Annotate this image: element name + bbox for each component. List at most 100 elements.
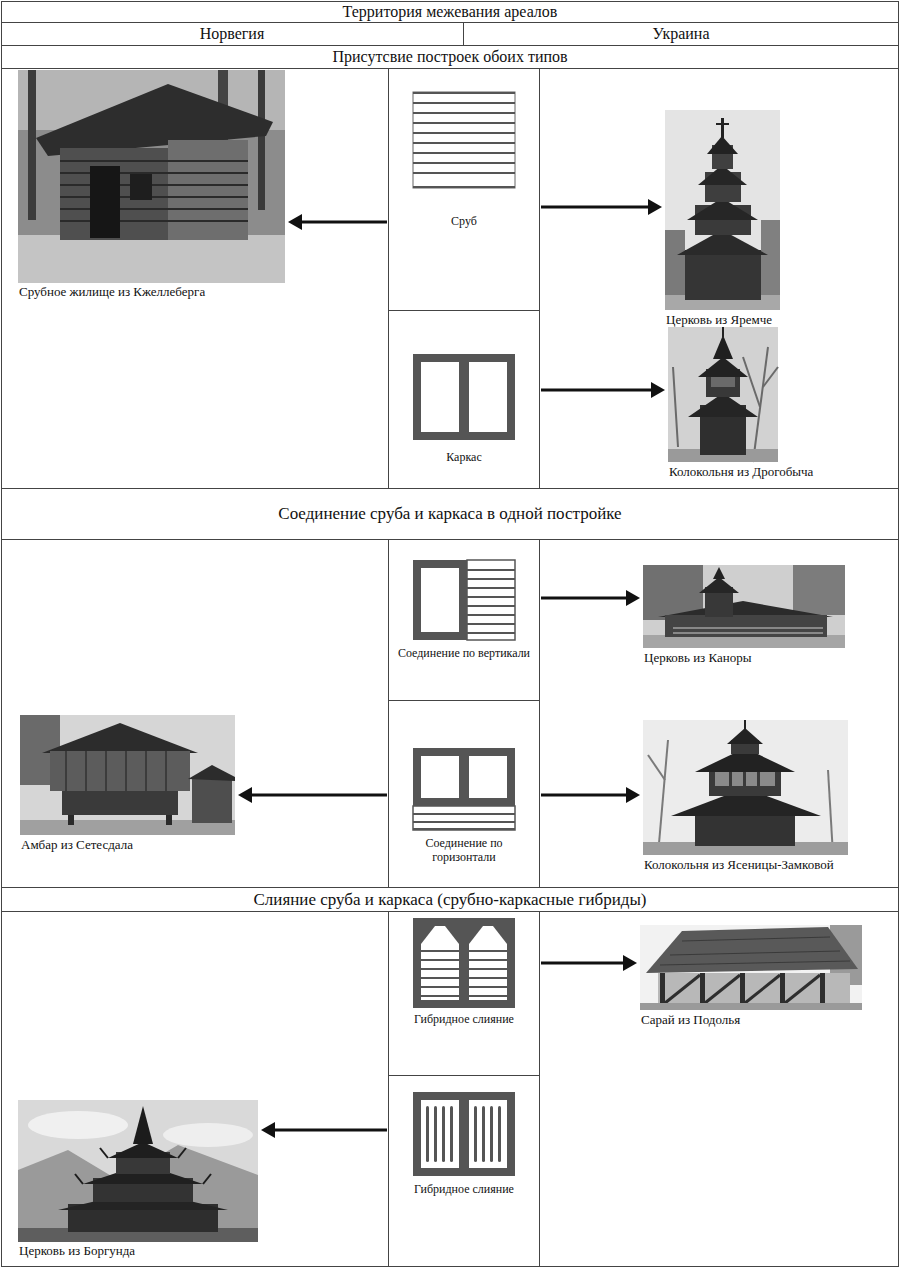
granary-photo (85, 751, 87, 791)
belltower-photo (722, 327, 724, 337)
vertical-join-icon (467, 596, 515, 598)
horizontal-join-icon (413, 813, 515, 830)
belltower-photo (673, 367, 678, 447)
horizontal-join-icon (413, 806, 515, 830)
belltower-photo (658, 740, 668, 855)
schema-caption: Каркас (393, 450, 535, 464)
connector-arrow (541, 590, 640, 606)
church-photo (665, 110, 780, 310)
hybrid-log-icon (421, 926, 459, 1000)
connector-line (273, 1129, 387, 1132)
table-grid (463, 22, 464, 45)
log-house-photo (18, 70, 285, 283)
connector-line (541, 597, 628, 600)
belltower-photo (643, 720, 848, 855)
barn-photo (665, 975, 700, 1003)
barn-photo (670, 951, 840, 955)
barn-photo (820, 973, 825, 1003)
hybrid-log-icon (469, 977, 507, 979)
belltower-photo (698, 357, 748, 377)
table-grid (539, 539, 540, 887)
frame-schema-icon (413, 354, 515, 440)
hybrid-log-icon (469, 950, 507, 952)
arrow-head (626, 590, 640, 606)
connector-line (541, 389, 653, 392)
belltower-photo (763, 367, 778, 387)
hybrid-stave-icon (421, 1100, 459, 1168)
schema-box: Каркас (390, 350, 538, 466)
log-schema-icon (413, 92, 515, 188)
log-house-photo (60, 208, 248, 210)
schema-box: Сруб (390, 88, 538, 230)
belltower-photo (648, 755, 665, 780)
schema-caption: Гибридное слияние (393, 1012, 535, 1026)
table-grid (539, 911, 540, 1267)
vertical-join-icon (467, 569, 515, 634)
band-heading: Территория межевания ареалов (339, 3, 562, 21)
hybrid-stave-icon (442, 1106, 445, 1162)
header-band: Слияние сруба и каркаса (срубно-каркасны… (2, 888, 898, 911)
connector-arrow (541, 787, 640, 803)
horizontal-join-icon (413, 748, 515, 830)
granary-photo (50, 751, 190, 791)
church-photo (643, 565, 845, 648)
log-schema-icon (413, 132, 515, 134)
belltower-photo (727, 728, 763, 744)
church-photo (673, 627, 823, 634)
stave-church-photo (75, 1174, 83, 1184)
frame-schema-icon (413, 354, 515, 440)
photo-frame: Колокольня из Ясеницы-Замковой (643, 720, 848, 873)
table-grid (1, 911, 899, 912)
granary-photo (166, 815, 172, 825)
barn-photo (785, 975, 820, 1003)
table-grid (539, 68, 540, 488)
hybrid-log-icon (445, 926, 459, 944)
hybrid-log-icon (493, 926, 507, 944)
belltower-photo (743, 772, 746, 786)
stave-church-photo (100, 1148, 108, 1158)
hybrid-stave-icon (490, 1106, 493, 1162)
schema-caption: Сруб (393, 214, 535, 228)
arrow-head (648, 199, 662, 215)
belltower-photo (643, 720, 848, 855)
hybrid-log-icon (421, 977, 459, 979)
granary-photo (42, 723, 198, 753)
hybrid-stave-icon (413, 1092, 515, 1176)
vertical-join-icon (413, 560, 515, 640)
header-band: Территория межевания ареалов (2, 2, 898, 22)
granary-photo (20, 715, 235, 835)
log-house-photo (60, 184, 248, 186)
horizontal-join-icon (469, 756, 507, 798)
hybrid-stave-icon (469, 1100, 507, 1168)
table-grid (388, 1075, 540, 1076)
granary-photo (68, 815, 74, 825)
hybrid-log-icon (469, 995, 507, 997)
photo-caption: Сарай из Подолья (640, 1012, 862, 1027)
barn-photo (780, 973, 785, 1003)
barn-photo (658, 973, 850, 1003)
vertical-join-icon (467, 587, 515, 589)
hybrid-log-icon (469, 986, 507, 988)
stave-church-photo (18, 1100, 258, 1242)
log-house-photo (60, 160, 248, 162)
belltower-photo (729, 772, 760, 786)
barn-photo (745, 975, 780, 1003)
photo-caption: Церковь из Яремче (665, 312, 780, 327)
connector-arrow (261, 1122, 387, 1138)
table-grid (388, 911, 389, 1267)
log-schema-icon (413, 92, 515, 188)
church-photo (707, 136, 738, 154)
schema-box: Гибридное слияние (390, 916, 538, 1028)
stave-church-photo (163, 1123, 253, 1147)
log-schema-icon (413, 92, 515, 188)
barn-photo (660, 973, 825, 1003)
vertical-join-icon (421, 568, 459, 632)
barn-photo (646, 927, 858, 973)
barn-photo (660, 973, 665, 1003)
hybrid-log-icon (421, 959, 459, 961)
church-photo (721, 118, 724, 138)
table-grid (388, 539, 389, 887)
granary-photo (188, 765, 235, 781)
hybrid-stave-icon (474, 1106, 477, 1162)
